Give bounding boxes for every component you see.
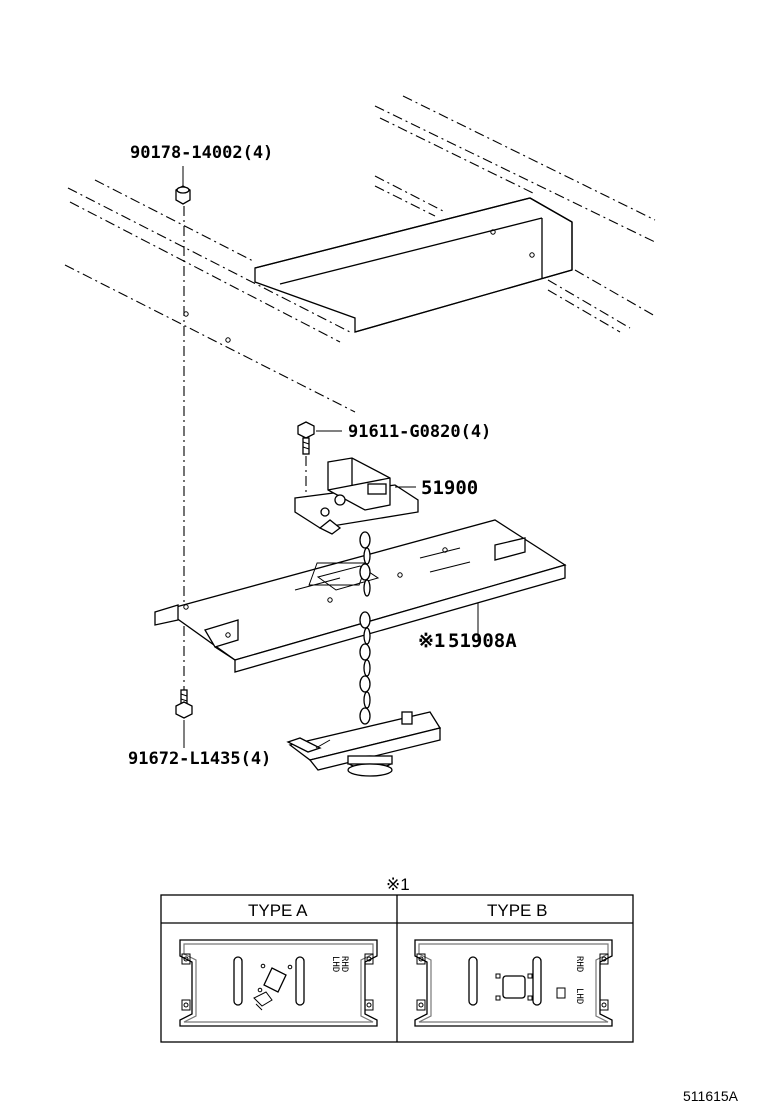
type-a-lhd: LHD (330, 956, 340, 972)
hanger-plate-icon (286, 711, 442, 777)
callout-91611: 91611-G0820(4) (348, 422, 491, 442)
callout-51900: 51900 (421, 477, 478, 499)
callout-91672: 91672-L1435(4) (128, 749, 271, 769)
callout-90178: 90178-14002(4) (130, 143, 273, 163)
type-b-plate-icon: RHD LHD (414, 939, 613, 1027)
type-b-rhd: RHD (574, 956, 584, 972)
type-table: ※1 TYPE A TYPE B LHD RHD (160, 875, 634, 1043)
type-b-label: TYPE B (487, 901, 547, 920)
table-mark: ※1 (386, 875, 410, 894)
type-a-rhd: RHD (339, 956, 349, 972)
chain-icon (359, 531, 371, 725)
type-a-label: TYPE A (248, 901, 308, 920)
bolt-91672-icon (175, 689, 193, 748)
bolt-91611-icon (297, 421, 342, 510)
winch-51900-icon (294, 457, 419, 535)
callout-51908a: 51908A (448, 630, 517, 652)
type-b-lhd: LHD (574, 988, 584, 1004)
figure-id: 511615A (683, 1088, 739, 1104)
type-a-plate-icon: LHD RHD (179, 939, 378, 1027)
vehicle-frame (64, 95, 656, 413)
carrier-mark: ※1 (418, 630, 445, 652)
